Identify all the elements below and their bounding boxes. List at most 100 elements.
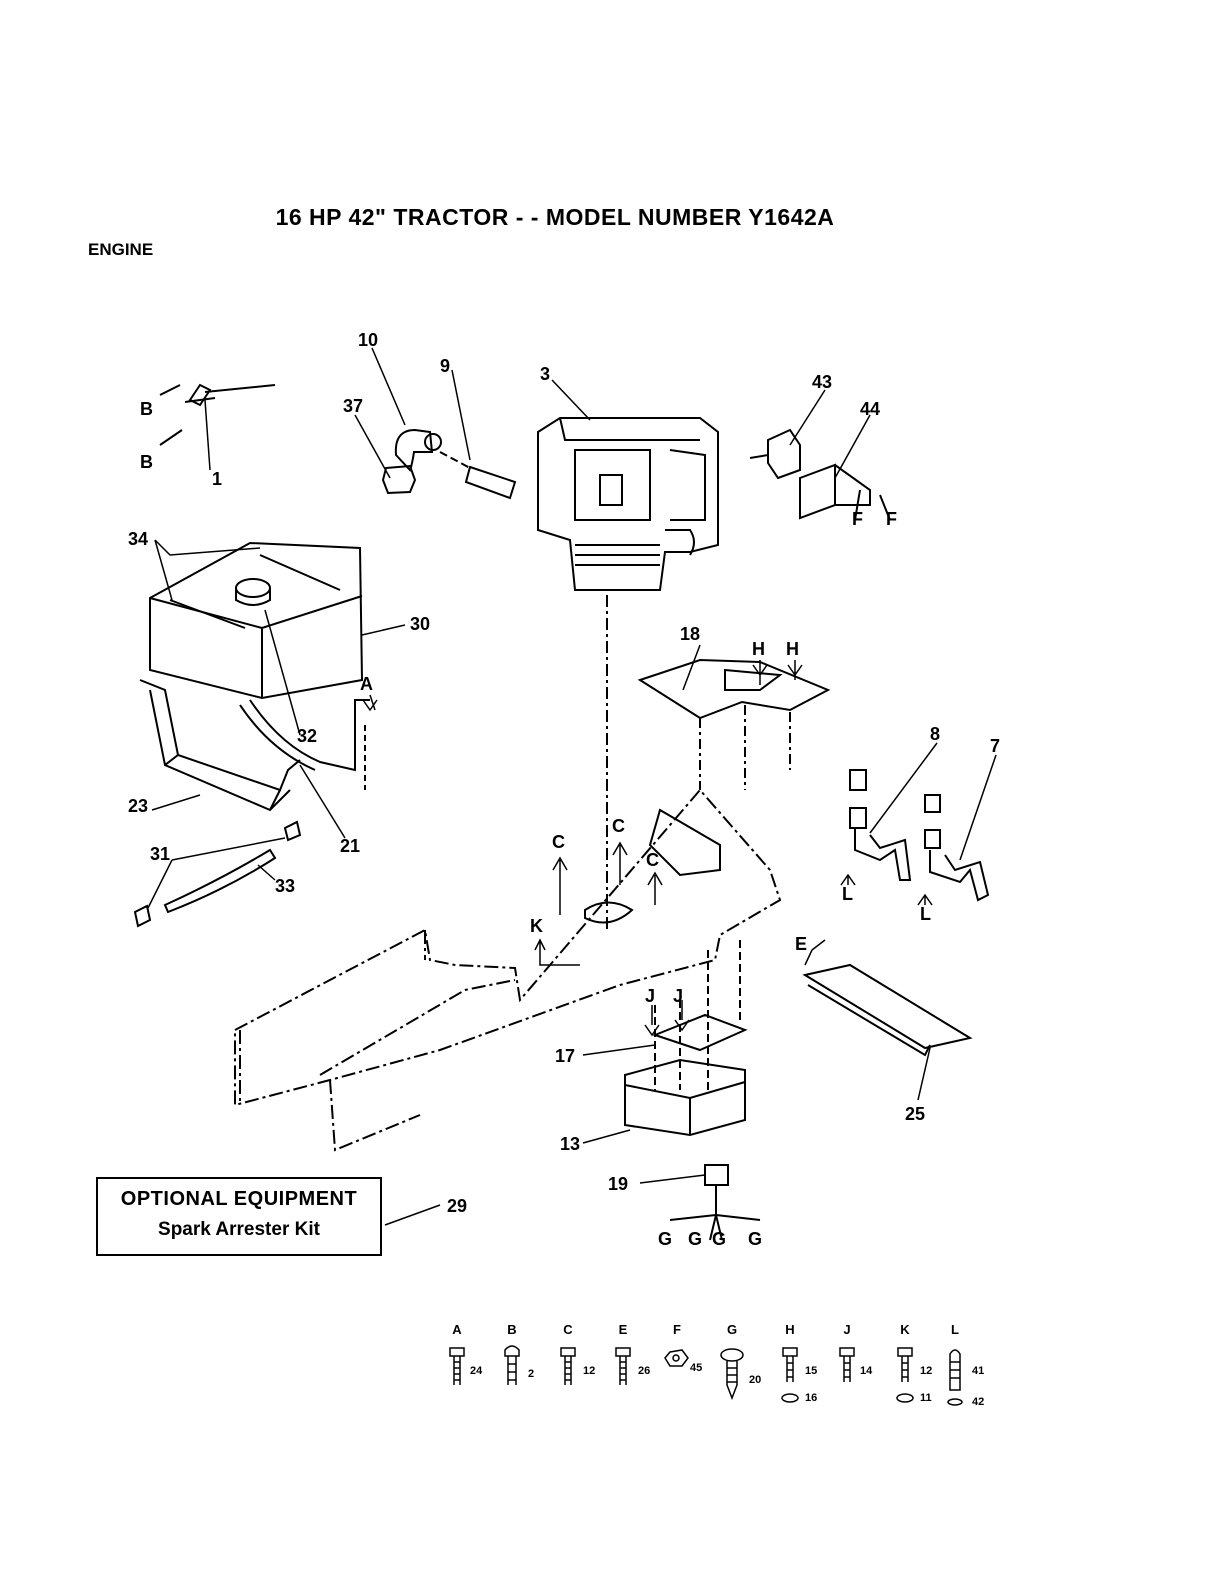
ref-letter-h-2: H — [786, 639, 799, 659]
hardware-part-number: 24 — [470, 1365, 482, 1377]
exhaust-pipe-part-7 — [925, 795, 988, 900]
callout-29: 29 — [447, 1196, 467, 1216]
heat-shield-part-18 — [640, 660, 828, 790]
ref-letter-j-1: J — [645, 986, 655, 1006]
hardware-letter: G — [707, 1322, 757, 1337]
hardware-letter: K — [880, 1322, 930, 1337]
hardware-part-number: 15 — [805, 1365, 817, 1377]
optional-equipment-box: OPTIONAL EQUIPMENT Spark Arrester Kit — [96, 1177, 382, 1256]
hardware-item-l: L 41 42 — [930, 1322, 980, 1337]
exhaust-pipe-part-8 — [850, 770, 910, 880]
hardware-part-number: 41 — [972, 1365, 984, 1377]
callout-33: 33 — [275, 876, 295, 896]
hardware-part-number: 2 — [528, 1368, 534, 1380]
callout-8: 8 — [930, 724, 940, 744]
hardware-part-number: 20 — [749, 1374, 761, 1386]
hardware-letter: H — [765, 1322, 815, 1337]
hardware-letter: F — [652, 1322, 702, 1337]
callout-18: 18 — [680, 624, 700, 644]
callout-1: 1 — [212, 469, 222, 489]
hose-clamp-part-31 — [135, 822, 300, 926]
callout-31: 31 — [150, 844, 170, 864]
hardware-washer-number: 42 — [972, 1396, 984, 1408]
rail-part-25 — [805, 965, 970, 1055]
spark-arrester-kit-label: Spark Arrester Kit — [98, 1219, 380, 1241]
hardware-item-h: H 15 16 — [765, 1322, 815, 1337]
hardware-item-k: K 12 11 — [880, 1322, 930, 1337]
carriage-bolt-icon-b — [505, 1346, 519, 1385]
callout-7: 7 — [990, 736, 1000, 756]
ref-letter-g-1: G — [658, 1229, 672, 1249]
ref-letter-g-2: G — [688, 1229, 702, 1249]
hardware-part-number: 12 — [920, 1365, 932, 1377]
fuel-elbow-part-10 — [396, 430, 441, 470]
ref-letter-f-1: F — [852, 509, 863, 529]
bracket-part-44 — [800, 465, 890, 520]
ref-letter-e: E — [795, 934, 807, 954]
muffler-part-13 — [625, 1060, 745, 1135]
bolt-icon-a — [450, 1348, 464, 1385]
hardware-part-number: 26 — [638, 1365, 650, 1377]
fuel-line-part-33 — [165, 850, 275, 912]
ref-letter-h-1: H — [752, 639, 765, 659]
throttle-cable-part-1 — [160, 385, 275, 445]
ref-letter-a: A — [360, 674, 373, 694]
bolt-icon-k — [897, 1348, 913, 1402]
hardware-letter: C — [543, 1322, 593, 1337]
fastener-reference-arrows — [363, 660, 932, 1035]
callout-37: 37 — [343, 396, 363, 416]
callout-43: 43 — [812, 372, 832, 392]
callout-32: 32 — [297, 726, 317, 746]
callout-30: 30 — [410, 614, 430, 634]
hardware-part-number: 14 — [860, 1365, 872, 1377]
bolt-icon-c — [561, 1348, 575, 1385]
bolt-icon-h — [782, 1348, 798, 1402]
callout-44: 44 — [860, 399, 880, 419]
bolt-icon-e — [616, 1348, 630, 1385]
callout-17: 17 — [555, 1046, 575, 1066]
hardware-item-j: J 14 — [822, 1322, 872, 1337]
hardware-washer-number: 16 — [805, 1392, 817, 1404]
hardware-item-f: F 45 — [652, 1322, 702, 1337]
callout-13: 13 — [560, 1134, 580, 1154]
callout-9: 9 — [440, 356, 450, 376]
ref-letter-f-2: F — [886, 509, 897, 529]
engine-part-3 — [538, 418, 718, 590]
ref-letter-j-2: J — [673, 986, 683, 1006]
ref-letter-g-3: G — [712, 1229, 726, 1249]
hardware-letter: J — [822, 1322, 872, 1337]
hardware-item-e: E 26 — [598, 1322, 648, 1337]
ref-letter-g-4: G — [748, 1229, 762, 1249]
callout-34: 34 — [128, 529, 148, 549]
hardware-icons — [450, 1346, 962, 1405]
ref-letter-b-lower: B — [140, 452, 153, 472]
ref-letter-k: K — [530, 916, 543, 936]
ref-letter-l-2: L — [920, 904, 931, 924]
callout-3: 3 — [540, 364, 550, 384]
hardware-item-g: G 20 — [707, 1322, 757, 1337]
hardware-letter: A — [432, 1322, 482, 1337]
callout-19: 19 — [608, 1174, 628, 1194]
hardware-letter: L — [930, 1322, 980, 1337]
hardware-item-a: A 24 — [432, 1322, 482, 1337]
callout-21: 21 — [340, 836, 360, 856]
callout-23: 23 — [128, 796, 148, 816]
optional-equipment-heading: OPTIONAL EQUIPMENT — [98, 1188, 380, 1211]
hardware-washer-number: 11 — [920, 1392, 932, 1404]
screw-icon-g — [721, 1349, 743, 1398]
callout-25: 25 — [905, 1104, 925, 1124]
hardware-letter: E — [598, 1322, 648, 1337]
hardware-item-c: C 12 — [543, 1322, 593, 1337]
hardware-item-b: B 2 — [487, 1322, 537, 1337]
ref-letter-l-1: L — [842, 884, 853, 904]
callout-10: 10 — [358, 330, 378, 350]
hardware-part-number: 12 — [583, 1365, 595, 1377]
bolt-icon-j — [840, 1348, 854, 1382]
ref-letter-c-3: C — [646, 850, 659, 870]
fuel-hose-part-9 — [440, 452, 515, 498]
fuel-tank-part-30 — [150, 543, 362, 698]
ref-letter-c-2: C — [612, 816, 625, 836]
hardware-part-number: 45 — [690, 1362, 702, 1374]
nut-icon-f — [665, 1350, 688, 1366]
